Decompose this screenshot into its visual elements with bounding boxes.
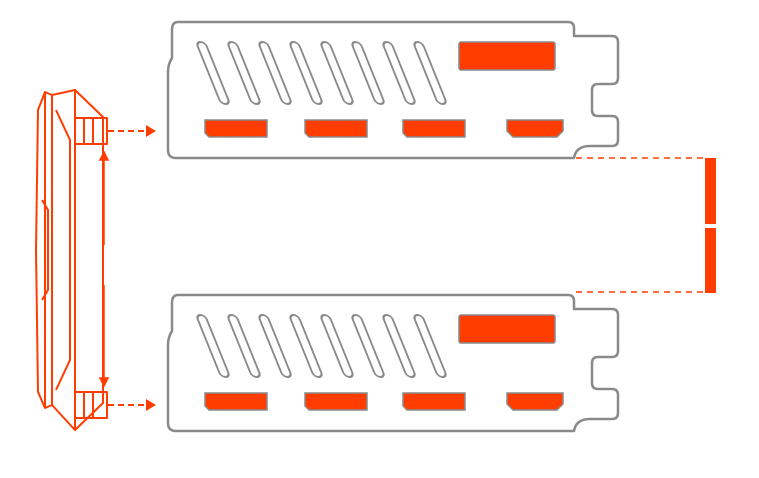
- vent-slot-icon: [289, 314, 323, 378]
- display-port-icon: [304, 392, 368, 411]
- slot-indicator: [576, 157, 716, 293]
- display-port-icon: [204, 119, 268, 138]
- large-port-icon: [458, 314, 556, 344]
- vent-slot-icon: [289, 41, 323, 105]
- display-port-icon: [402, 392, 466, 411]
- vent-slot-icon: [258, 41, 292, 105]
- display-port-icon: [402, 119, 466, 138]
- arrow-right-icon: [108, 125, 156, 137]
- hdmi-port-icon: [506, 392, 564, 411]
- vent-slot-icon: [413, 314, 447, 378]
- vent-slot-icon: [320, 314, 354, 378]
- vent-slot-icon: [227, 41, 261, 105]
- dimension-line: [98, 150, 110, 388]
- vent-slot-icon: [196, 314, 230, 378]
- vent-slot-icon: [258, 314, 292, 378]
- vent-slot-icon: [351, 41, 385, 105]
- vent-slot-icon: [382, 41, 416, 105]
- io-bracket-icon: [166, 20, 620, 160]
- vent-slot-icon: [196, 41, 230, 105]
- arrow-right-icon: [108, 399, 156, 411]
- vent-slot-icon: [320, 41, 354, 105]
- vent-slot-icon: [413, 41, 447, 105]
- display-port-icon: [304, 119, 368, 138]
- hdmi-port-icon: [506, 119, 564, 138]
- vent-slot-icon: [351, 314, 385, 378]
- vent-slot-icon: [227, 314, 261, 378]
- vent-slot-icon: [382, 314, 416, 378]
- large-port-icon: [458, 41, 556, 71]
- io-bracket-icon: [166, 293, 620, 433]
- display-port-icon: [204, 392, 268, 411]
- gpu-side-profile-icon: [35, 89, 108, 431]
